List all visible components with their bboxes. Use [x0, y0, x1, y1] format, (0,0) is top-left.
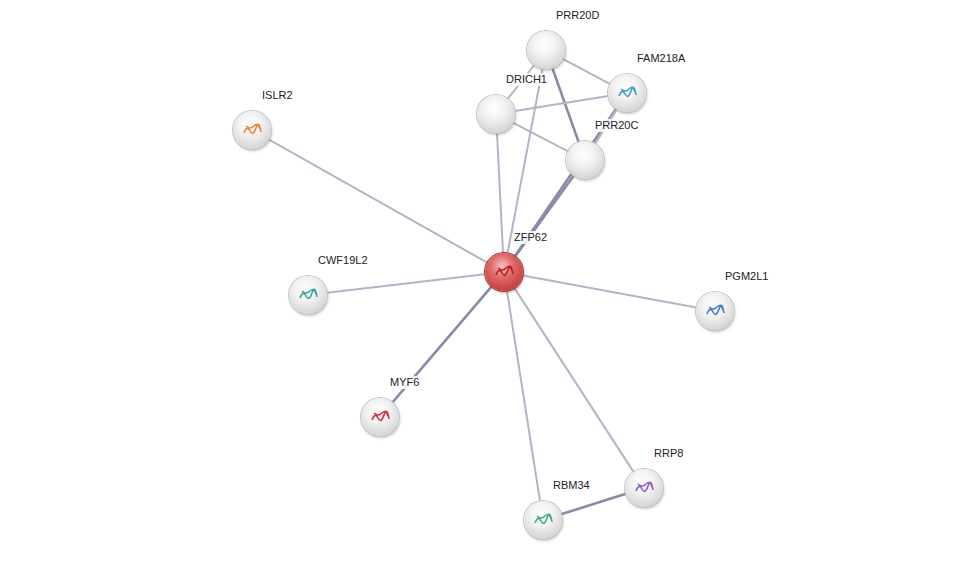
interaction-edge	[497, 133, 503, 253]
structure-glyph	[696, 292, 734, 330]
protein-label: CWF19L2	[317, 254, 369, 267]
structure-trace	[535, 514, 552, 523]
interaction-edge	[269, 139, 488, 262]
protein-label: RBM34	[552, 479, 591, 492]
protein-label: PRR20C	[594, 119, 639, 132]
structure-glyph	[608, 74, 646, 112]
protein-label: DRICH1	[505, 73, 548, 86]
structure-trace	[619, 87, 636, 96]
structure-glyph	[361, 398, 399, 436]
interaction-edge	[514, 288, 633, 472]
structure-glyph	[625, 469, 663, 507]
protein-label: MYF6	[389, 376, 420, 389]
protein-node: MYF6	[361, 398, 399, 436]
interaction-edge	[563, 59, 610, 84]
protein-node: RRP8	[625, 469, 663, 507]
structure-trace	[707, 305, 724, 314]
interaction-edge	[523, 276, 697, 308]
protein-label: PGM2L1	[724, 270, 769, 283]
protein-label: ZFP62	[513, 231, 548, 244]
protein-node: RBM34	[524, 501, 562, 539]
protein-label: RRP8	[653, 447, 684, 460]
protein-node: FAM218A	[608, 74, 646, 112]
structure-glyph	[524, 501, 562, 539]
structure-glyph	[233, 111, 271, 149]
structure-trace	[244, 124, 261, 133]
structure-glyph	[289, 276, 327, 314]
protein-node: ISLR2	[233, 111, 271, 149]
protein-node: PRR20D	[527, 31, 565, 69]
structure-trace	[372, 411, 389, 420]
interaction-edge	[513, 123, 568, 152]
protein-node: DRICH1	[477, 95, 515, 133]
protein-node: CWF19L2	[289, 276, 327, 314]
protein-node: PGM2L1	[696, 292, 734, 330]
protein-node: PRR20C	[566, 141, 604, 179]
structure-trace	[496, 266, 513, 275]
interaction-edge	[515, 96, 608, 111]
protein-node: ZFP62	[485, 253, 523, 291]
interaction-edge	[327, 274, 485, 293]
interaction-edge	[507, 291, 540, 501]
structure-trace	[636, 482, 653, 491]
protein-label: ISLR2	[261, 89, 294, 102]
protein-label: FAM218A	[636, 52, 686, 65]
interaction-edge	[561, 494, 626, 515]
protein-label: PRR20D	[555, 9, 600, 22]
structure-glyph	[485, 253, 523, 291]
structure-trace	[300, 289, 317, 298]
